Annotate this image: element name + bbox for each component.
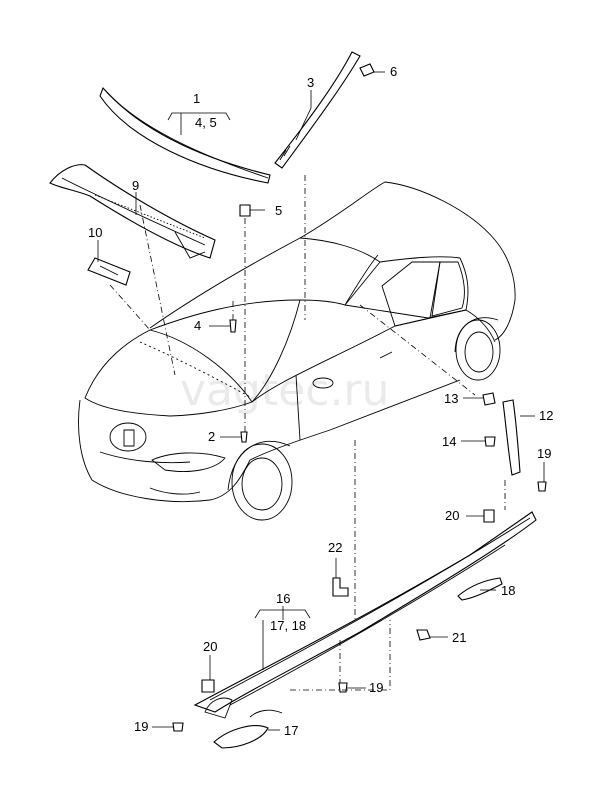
part-12-rear-trim xyxy=(502,399,521,476)
callout-16: 16 xyxy=(276,591,290,606)
callout-5: 5 xyxy=(275,203,282,218)
projection-lines xyxy=(109,175,506,691)
callout-19-a: 19 xyxy=(537,446,551,461)
callout-16-sub: 17, 18 xyxy=(270,618,306,633)
part-1-trim-strip xyxy=(99,86,271,184)
callout-4: 4 xyxy=(194,318,201,333)
part-14-screw xyxy=(484,436,496,447)
callout-12: 12 xyxy=(539,408,553,423)
part-4-fastener xyxy=(229,319,237,333)
callout-10: 10 xyxy=(88,225,102,240)
leader-lines xyxy=(97,71,545,731)
callout-17: 17 xyxy=(284,723,298,738)
watermark-text: vagtec.ru xyxy=(180,365,389,416)
part-22-bracket xyxy=(332,577,349,597)
callout-3: 3 xyxy=(307,75,314,90)
part-19-screw-a xyxy=(537,481,547,492)
part-17-end-piece xyxy=(213,725,269,749)
part-18-end-piece xyxy=(457,577,503,601)
part-21-nut xyxy=(416,629,431,641)
part-19-screw-b xyxy=(338,682,348,693)
part-9-cowl-panel xyxy=(49,164,216,259)
part-19-screw-c xyxy=(172,722,184,732)
part-13-clip xyxy=(482,392,496,406)
callout-19-c: 19 xyxy=(134,719,148,734)
callout-19-b: 19 xyxy=(369,680,383,695)
part-20-clip-a xyxy=(483,509,495,523)
callout-20-a: 20 xyxy=(445,508,459,523)
callout-9: 9 xyxy=(132,178,139,193)
callout-1-sub: 4, 5 xyxy=(195,115,217,130)
callout-18: 18 xyxy=(501,583,515,598)
callout-21: 21 xyxy=(452,630,466,645)
car-body xyxy=(78,181,516,521)
part-20-clip-b xyxy=(201,679,215,693)
callout-22: 22 xyxy=(328,540,342,555)
part-16-sill-panel xyxy=(193,511,537,719)
part-5-clip xyxy=(239,204,251,217)
callout-2: 2 xyxy=(208,429,215,444)
callout-6: 6 xyxy=(390,64,397,79)
callout-14: 14 xyxy=(442,434,456,449)
part-2-screw xyxy=(240,431,248,443)
part-6-clip xyxy=(359,63,375,77)
callout-1: 1 xyxy=(193,91,200,106)
part-10-cover xyxy=(87,257,131,286)
callout-13: 13 xyxy=(444,391,458,406)
callout-20-b: 20 xyxy=(203,639,217,654)
